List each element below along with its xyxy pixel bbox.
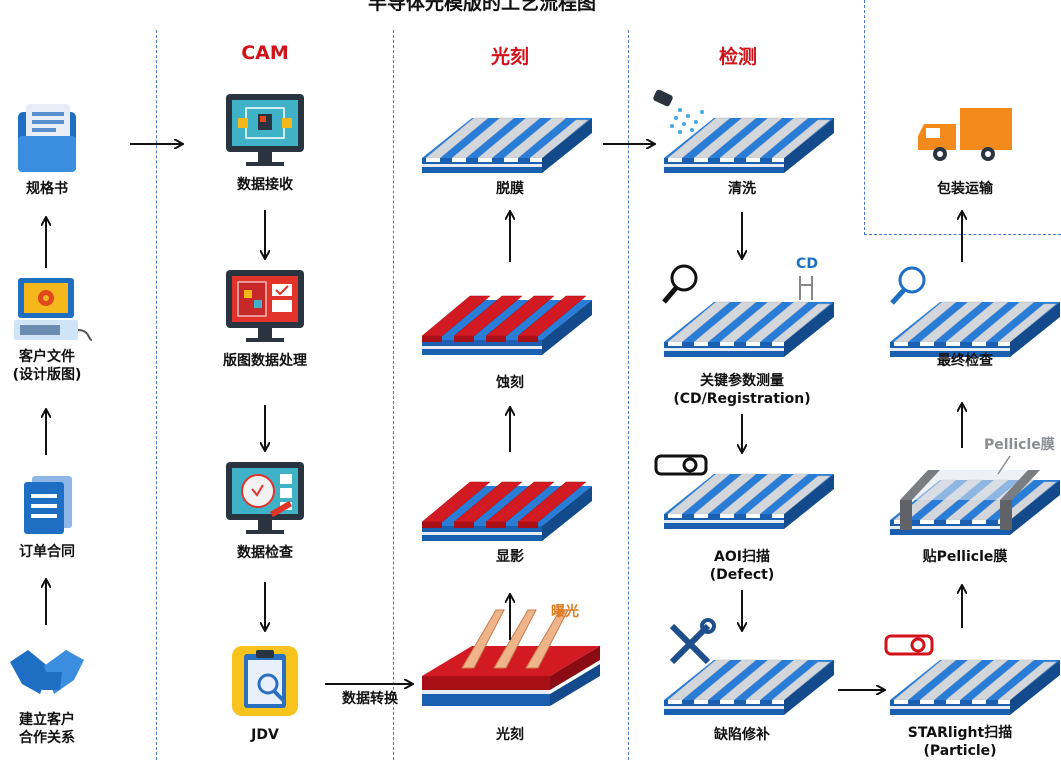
layout-processing-label: 版图数据处理 (223, 353, 307, 369)
data-receive-label: 数据接收 (237, 177, 293, 193)
develop-plate-image (421, 481, 593, 542)
starlight-label-1: STARlight扫描 (907, 725, 1013, 741)
order-document-icon (24, 476, 72, 534)
starlight-label-2: (Particle) (923, 743, 997, 759)
column-header-cam: CAM (241, 42, 289, 64)
divider-2 (393, 30, 394, 760)
spec-folder-icon (18, 104, 76, 172)
pellicle-tag: Pellicle膜 (984, 437, 1055, 453)
repair-tools-icon (669, 618, 716, 665)
spec-label: 规格书 (26, 181, 68, 197)
clean-label: 清洗 (728, 181, 756, 197)
strip-plate-image (421, 117, 593, 174)
cd-tag: CD (796, 256, 818, 272)
repair-plate-image (663, 659, 835, 716)
jdv-clipboard-icon (232, 646, 298, 716)
starlight-projector-icon (884, 634, 934, 656)
measure-label-1: 关键参数测量 (700, 373, 784, 389)
measure-plate-image (663, 301, 835, 358)
litho-step-label: 光刻 (496, 727, 524, 743)
layout-processing-monitor-icon (226, 270, 304, 342)
etch-plate-image (421, 295, 593, 356)
column-header-inspect: 检测 (718, 46, 757, 68)
pellicle-label: 贴Pellicle膜 (922, 549, 1008, 565)
final-plate-image (889, 301, 1061, 358)
exposure-label: 曝光 (551, 604, 579, 620)
develop-label: 显影 (496, 549, 524, 565)
final-check-label: 最终检查 (937, 353, 993, 369)
aoi-label-2: (Defect) (709, 567, 775, 583)
column-header-litho: 光刻 (490, 46, 529, 68)
strip-label: 脱膜 (496, 181, 524, 197)
jdv-label: JDV (251, 727, 279, 743)
relation-label-1: 建立客户 (19, 712, 75, 728)
data-check-monitor-icon (226, 462, 304, 534)
pellicle-plate-image (889, 455, 1061, 536)
relation-label-2: 合作关系 (19, 730, 75, 746)
final-magnifier-icon (890, 266, 926, 305)
data-transfer-label: 数据转换 (342, 691, 398, 707)
divider-4 (864, 0, 865, 235)
truck-icon (918, 108, 1012, 161)
starlight-plate-image (889, 659, 1061, 716)
repair-label: 缺陷修补 (714, 727, 770, 743)
pack-label: 包装运输 (937, 181, 993, 197)
data-check-label: 数据检查 (237, 545, 293, 561)
diagram-title: 半导体光模版的工艺流程图 (368, 0, 597, 14)
projector-icon (654, 454, 708, 476)
etch-label: 蚀刻 (496, 375, 524, 391)
divider-3 (628, 30, 629, 760)
aoi-plate-image (663, 473, 835, 530)
shower-icon (653, 89, 704, 134)
exposure-plate-image (422, 609, 600, 706)
customer-file-label-2: (设计版图) (12, 367, 82, 383)
measure-label-2: (CD/Registration) (673, 391, 811, 407)
aoi-label-1: AOI扫描 (714, 549, 770, 565)
clean-plate-image (663, 117, 835, 174)
customer-file-label-1: 客户文件 (19, 349, 75, 365)
computer-icon (14, 278, 93, 341)
magnifier-icon (662, 264, 698, 304)
data-receive-monitor-icon (226, 94, 304, 166)
order-label: 订单合同 (19, 544, 75, 560)
divider-1 (156, 30, 157, 760)
handshake-icon (10, 650, 84, 694)
